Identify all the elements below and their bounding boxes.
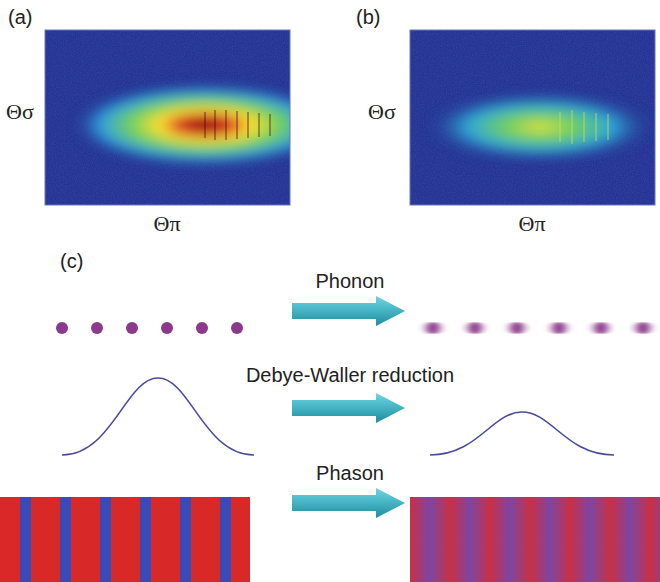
process-name: Phason <box>316 462 384 484</box>
process-name: Debye-Waller reduction <box>246 364 454 386</box>
process-name: Phonon <box>316 270 385 292</box>
panel-letter: (a) <box>8 6 32 28</box>
axis-label: Θπ <box>154 212 181 236</box>
axis-label: Θπ <box>519 212 546 236</box>
axis-label: Θσ <box>6 100 34 124</box>
axis-label: Θσ <box>368 100 396 124</box>
panel-letter: (b) <box>356 6 380 28</box>
panel-letter: (c) <box>60 250 83 272</box>
